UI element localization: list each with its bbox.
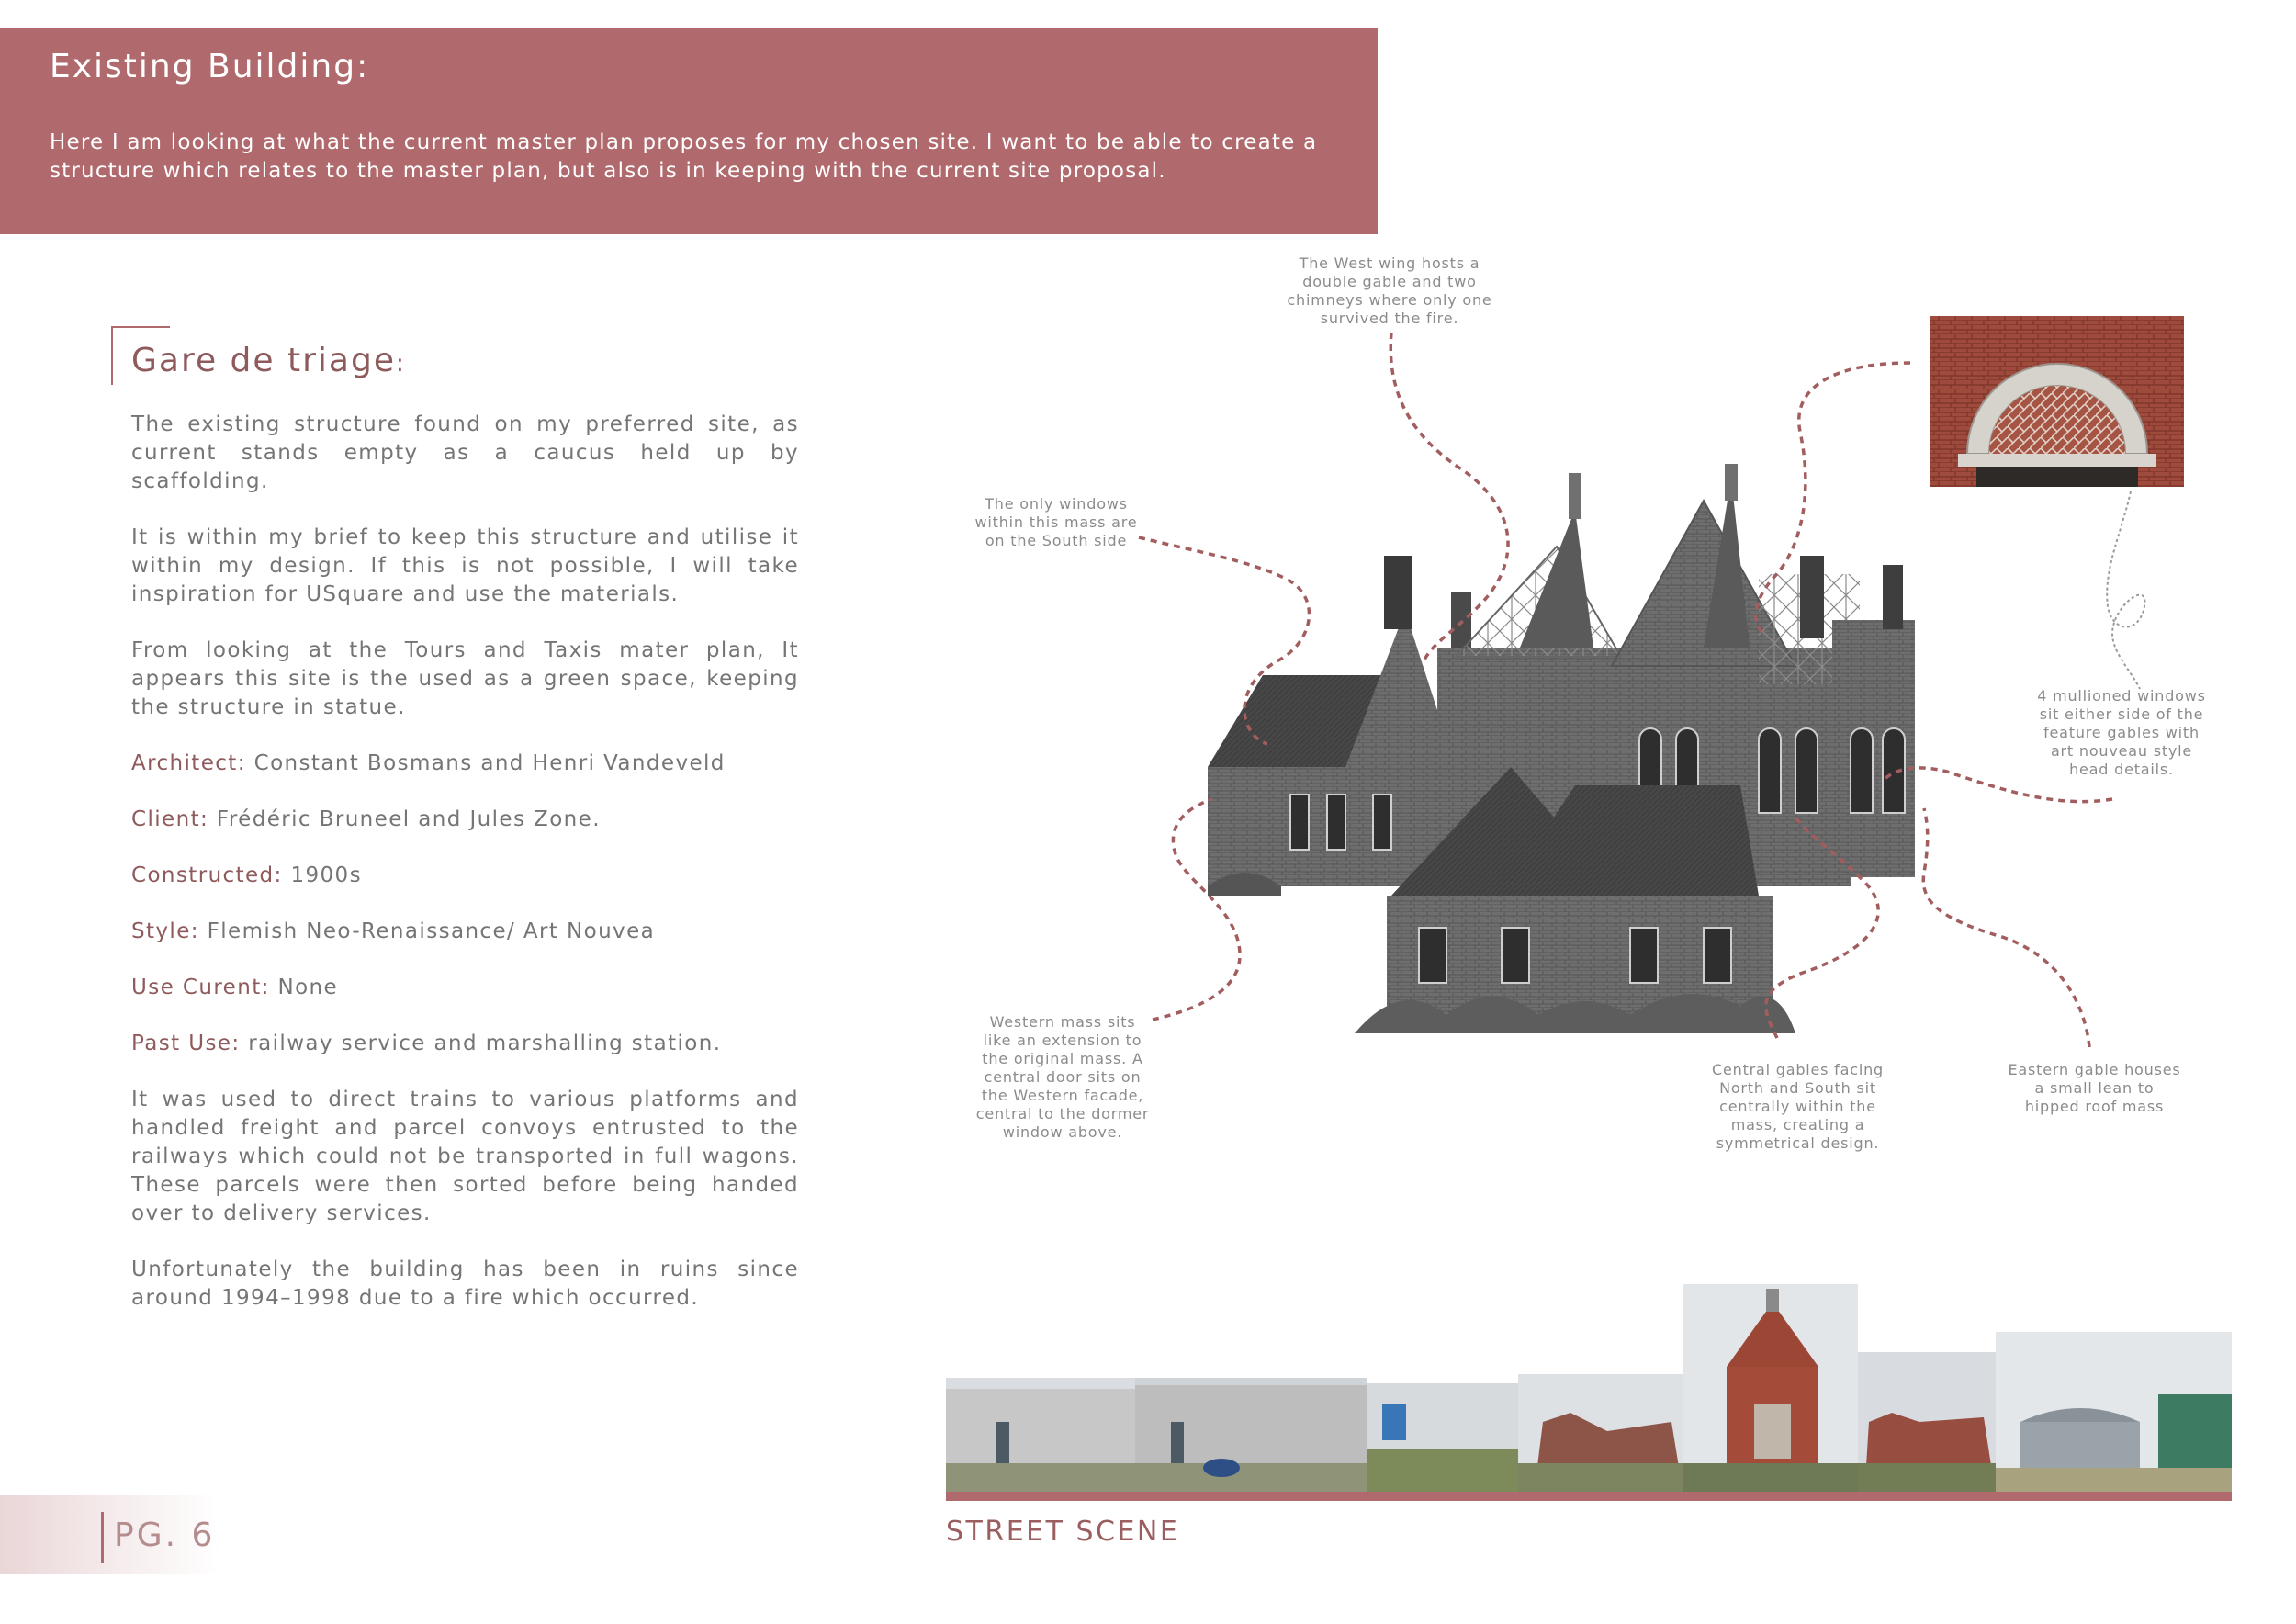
section-title: Gare de triage:	[131, 342, 406, 379]
fact-label: Architect:	[131, 751, 246, 775]
section-title-text: Gare de triage	[131, 342, 396, 379]
fact-label: Constructed:	[131, 863, 283, 887]
fact-value: None	[277, 976, 339, 999]
building-photo	[1208, 464, 1915, 1033]
street-scene-photo	[946, 1284, 2232, 1501]
fact-label: Use Curent:	[131, 976, 270, 999]
paragraph: From looking at the Tours and Taxis mate…	[131, 638, 799, 719]
fact-label: Style:	[131, 919, 199, 943]
fact-value: railway service and marshalling station.	[248, 1032, 722, 1055]
annotation-western-mass: Western mass sits like an extension to t…	[975, 1013, 1150, 1141]
fact-label: Past Use:	[131, 1032, 241, 1055]
fact-past-use: Past Use: railway service and marshallin…	[131, 1030, 799, 1058]
fact-constructed: Constructed: 1900s	[131, 862, 799, 890]
fact-value: Frédéric Bruneel and Jules Zone.	[216, 807, 601, 831]
fact-style: Style: Flemish Neo-Renaissance/ Art Nouv…	[131, 918, 799, 946]
section-title-colon: :	[395, 350, 406, 378]
paragraph: Unfortunately the building has been in r…	[131, 1257, 799, 1310]
paragraph: It was used to direct trains to various …	[131, 1088, 799, 1225]
fact-architect: Architect: Constant Bosmans and Henri Va…	[131, 750, 799, 778]
annotation-west-wing: The West wing hosts a double gable and t…	[1287, 254, 1492, 327]
fact-value: Constant Bosmans and Henri Vandeveld	[253, 751, 726, 775]
footer-gradient	[0, 1495, 220, 1574]
page-number: PG. 6	[114, 1517, 216, 1554]
street-scene-title: STREET SCENE	[946, 1516, 1180, 1548]
intro-text: Here I am looking at what the current ma…	[50, 130, 1318, 183]
annotation-central-gables: Central gables facing North and South si…	[1712, 1061, 1884, 1152]
body-text: The existing structure found on my prefe…	[131, 411, 799, 1340]
section-corner-mark	[111, 326, 170, 385]
footer-divider	[101, 1512, 104, 1563]
fact-client: Client: Frédéric Bruneel and Jules Zone.	[131, 806, 799, 834]
page-heading: Existing Building:	[50, 48, 370, 85]
annotation-south-windows: The only windows within this mass are on…	[974, 495, 1138, 549]
fact-value: Flemish Neo-Renaissance/ Art Nouvea	[207, 919, 656, 943]
header-banner: Existing Building: Here I am looking at …	[0, 28, 1378, 234]
annotation-mullioned-windows: 4 mullioned windows sit either side of t…	[2037, 687, 2206, 778]
fact-label: Client:	[131, 807, 209, 831]
paragraph: The existing structure found on my prefe…	[131, 412, 799, 493]
arch-detail-photo	[1930, 316, 2184, 487]
fact-value: 1900s	[290, 863, 362, 887]
annotation-eastern-gable: Eastern gable houses a small lean to hip…	[2008, 1061, 2181, 1115]
paragraph: It is within my brief to keep this struc…	[131, 525, 799, 606]
fact-use-current: Use Curent: None	[131, 974, 799, 1002]
